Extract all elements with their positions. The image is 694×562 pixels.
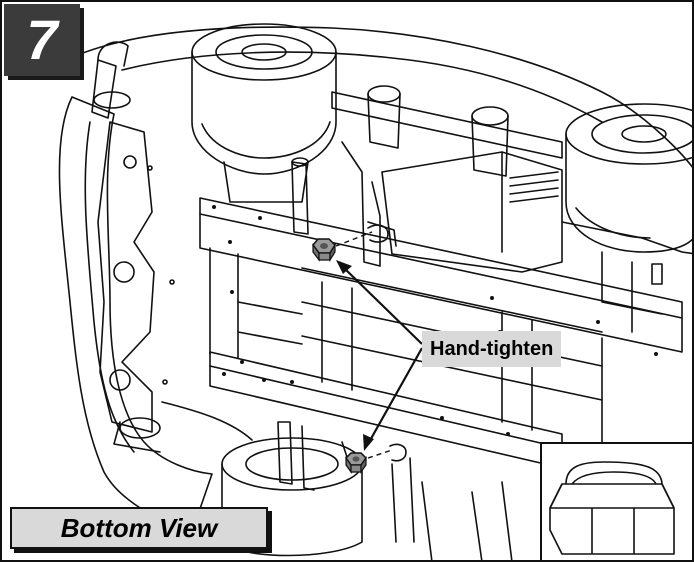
lock-nut-inset (540, 442, 692, 560)
bolt-upper (367, 224, 389, 243)
arrow-icon (336, 260, 352, 274)
guide-lines (335, 231, 393, 459)
wheel-top-left (191, 23, 337, 203)
axle-collar (471, 106, 509, 126)
bolt-lower (389, 443, 407, 462)
fender-top-inner (121, 51, 603, 123)
body-hole (162, 379, 168, 385)
body-hole (109, 369, 131, 391)
shaft-lower (277, 421, 293, 485)
arrow-icon (363, 434, 374, 451)
axle-collar (367, 85, 401, 103)
wheel-top-right (565, 103, 692, 253)
hand-tighten-callout: Hand-tighten (422, 331, 562, 367)
motor-fins (509, 171, 559, 203)
nut-icon (549, 461, 675, 555)
body-hole (169, 279, 175, 285)
nut-icon (312, 238, 336, 263)
step-number-badge: 7 (4, 4, 80, 76)
body-hole (113, 261, 135, 283)
body-pillar (97, 121, 155, 433)
body-hole (123, 155, 137, 169)
body-shell-inner (84, 121, 135, 453)
shaft-upper (291, 161, 309, 235)
body-hole (147, 165, 153, 171)
view-label: Bottom View (10, 507, 268, 549)
nut-icon (345, 452, 367, 474)
rear-axle (331, 91, 563, 159)
upper-cross-plate (199, 197, 683, 353)
arrow-icon (341, 265, 423, 445)
fender-top (61, 26, 692, 168)
motor-housing (381, 151, 563, 273)
steering-post (91, 59, 117, 119)
